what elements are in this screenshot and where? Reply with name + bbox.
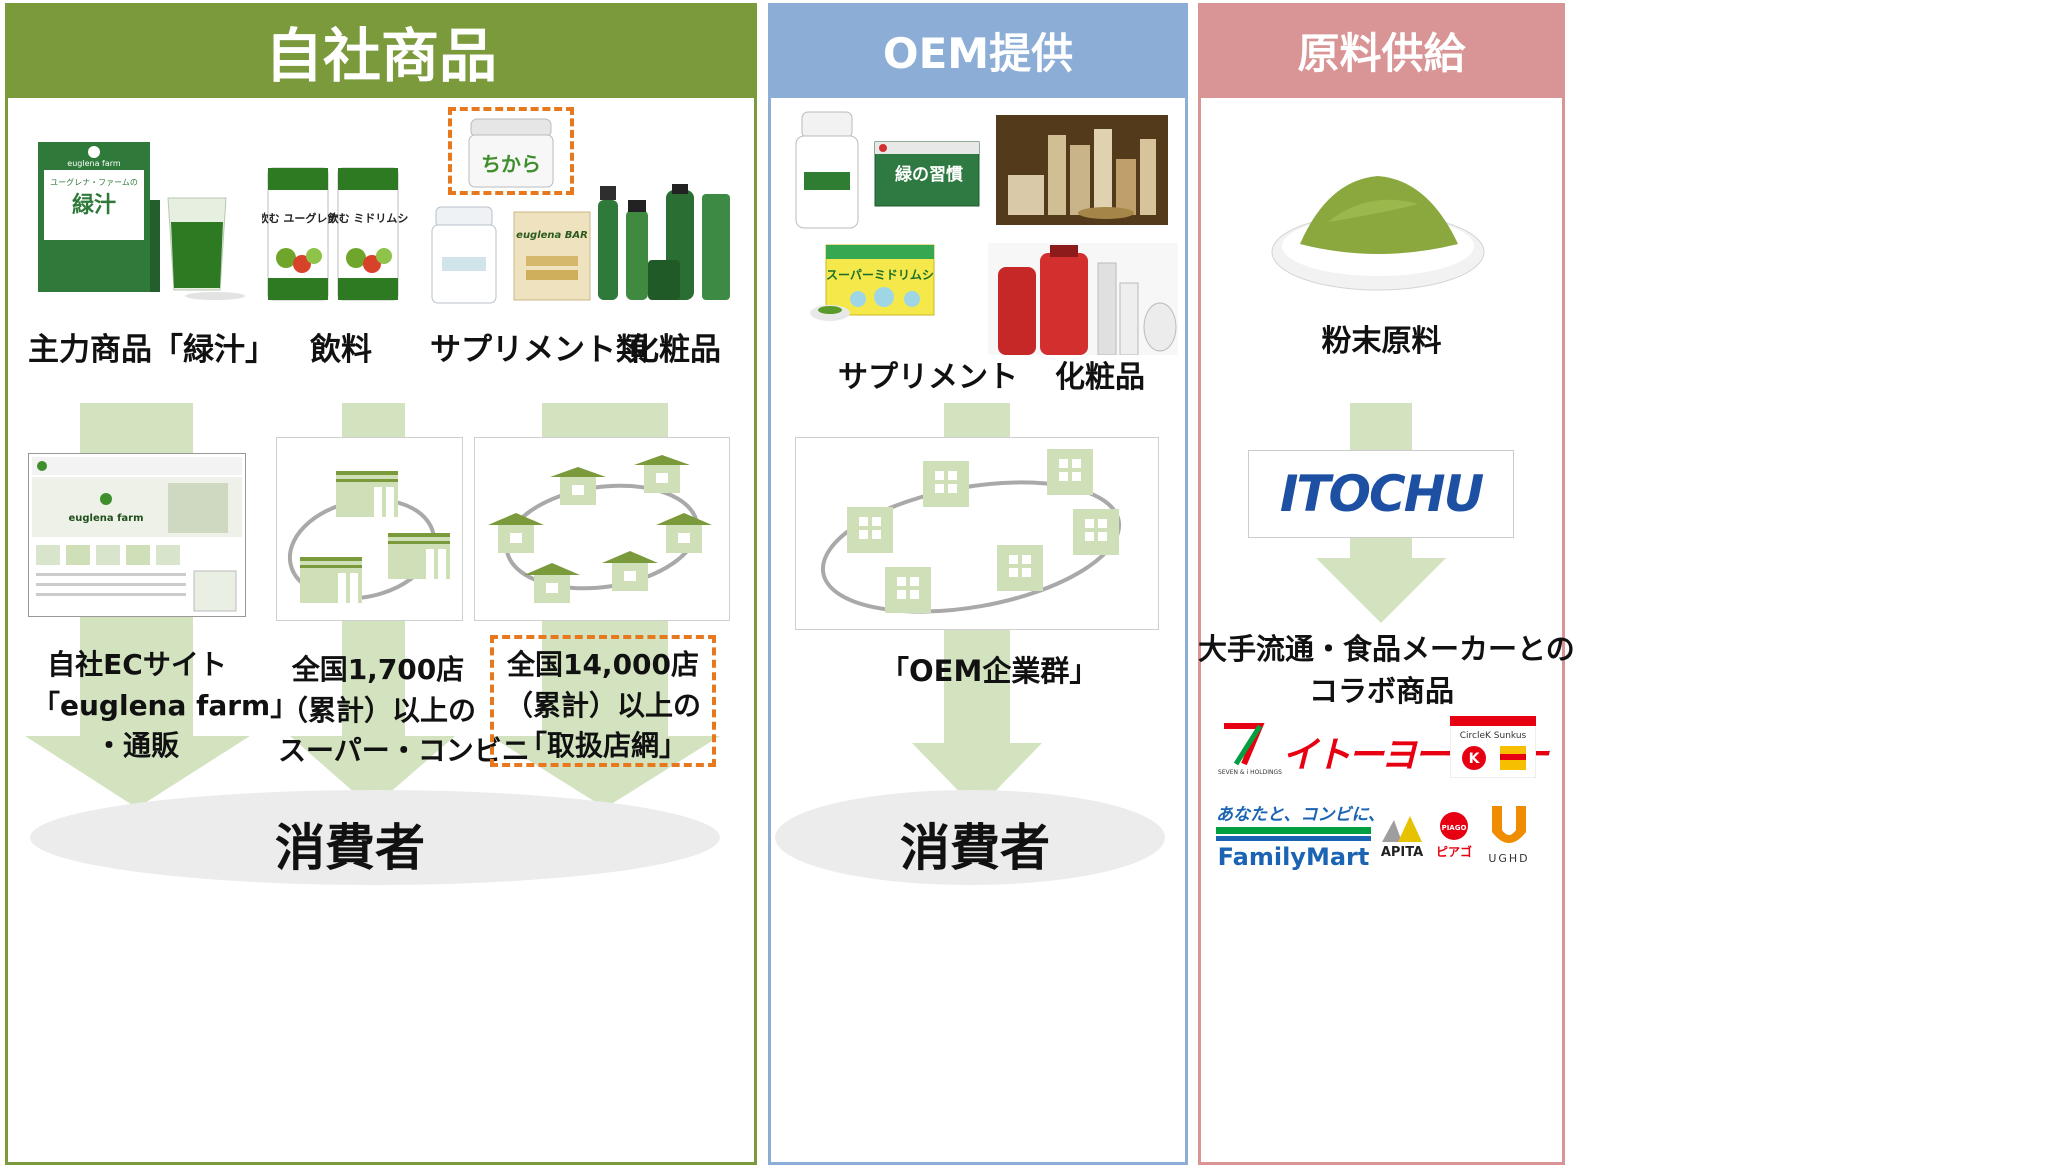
oem-yellow-box-image: スーパーミドリムシ: [810, 244, 935, 321]
channel-supermarket: 全国1,700店 （累計）以上の スーパー・コンビニ: [278, 653, 530, 768]
store-network-highlight-box: [490, 635, 716, 767]
midorijiru-brand-text: euglena farm: [67, 159, 121, 168]
store-building-icon: [336, 471, 398, 517]
supplement-bottle-image: [431, 206, 497, 304]
drink-cans-image: 飲む ユーグレナ 飲む ミドリムシ: [262, 167, 409, 301]
oem-green-box-image: 緑の習慣: [874, 141, 980, 207]
label-oem-cosmetics: 化粧品: [1055, 360, 1145, 395]
circlek-sunkus-logo: CircleK Sunkus K: [1450, 716, 1536, 778]
store-network-diagram: [488, 455, 712, 603]
midorijiru-sub-text: ユーグレナ・ファームの: [50, 177, 138, 187]
apita-logo-text: APITA: [1381, 845, 1423, 858]
apita-logo: APITA: [1381, 816, 1423, 858]
chikara-name-text: ちから: [481, 152, 541, 176]
label-supplements: サプリメント類: [430, 332, 647, 368]
channel-ec-site: 自社ECサイト 「euglena farm」 ・通販: [32, 648, 299, 763]
store-building-icon: [300, 557, 362, 603]
raw-material-header: 原料供給: [1198, 3, 1565, 98]
midorijiru-name-text: 緑汁: [72, 192, 116, 218]
ec-logo-text: euglena farm: [68, 513, 143, 524]
label-powder-material: 粉末原料: [1321, 324, 1442, 359]
drink2-name-text: 飲む ミドリムシ: [327, 211, 409, 225]
oem-yellow-box-text: スーパーミドリムシ: [826, 268, 934, 282]
ughd-logo: UGHD: [1488, 806, 1529, 864]
label-oem-supplement: サプリメント: [838, 360, 1018, 395]
chikara-highlight-box: [448, 107, 574, 195]
ughd-logo-text: UGHD: [1488, 852, 1529, 864]
svg-text:PIAGO: PIAGO: [1442, 824, 1467, 832]
channel-store-network: 全国14,000店 （累計）以上の 「取扱店網」: [504, 648, 701, 763]
oem-supplement-bottle-image: [795, 111, 859, 229]
oem-companies-diagram: [820, 449, 1122, 614]
powder-bowl-image: [1271, 176, 1485, 291]
svg-text:K: K: [1469, 751, 1481, 767]
seven-holdings-logo: SEVEN & i HOLDINGS: [1216, 716, 1284, 778]
piago-logo-text: ピアゴ: [1436, 844, 1472, 859]
own-products-header: 自社商品: [5, 3, 757, 98]
itochu-logo-text: ITOCHU: [1279, 465, 1484, 523]
cosmetics-image: [598, 184, 730, 300]
consumer-ellipse-oem: [775, 790, 1165, 885]
euglena-bar-image: euglena BAR: [513, 211, 591, 301]
familymart-logo: あなたと、コンビに、 FamilyMart: [1216, 800, 1385, 871]
oem-green-box-text: 緑の習慣: [895, 164, 963, 185]
circlek-logo-text: CircleK Sunkus: [1460, 731, 1527, 741]
supermarket-network-diagram: [287, 471, 450, 603]
oem-cosmetics-gold-image: [996, 115, 1168, 225]
channel-collab-products: 大手流通・食品メーカーとの コラボ商品: [1198, 632, 1575, 709]
oem-cosmetics-red-image: [988, 243, 1178, 355]
bar-name-text: euglena BAR: [516, 230, 588, 241]
store-building-icon: [388, 533, 450, 579]
familymart-name: FamilyMart: [1217, 843, 1370, 871]
chikara-bottle-image: ちから: [468, 118, 554, 188]
oem-header: OEM提供: [768, 3, 1188, 98]
label-midorijiru: 主力商品「緑汁」: [28, 332, 276, 368]
consumer-label-own: 消費者: [275, 819, 425, 877]
ec-site-screenshot: euglena farm: [28, 453, 246, 617]
label-drinks: 飲料: [310, 332, 372, 368]
consumer-ellipse-own: [30, 790, 720, 885]
channel-oem-companies: 「OEM企業群」: [880, 654, 1099, 688]
familymart-tagline: あなたと、コンビに、: [1216, 805, 1385, 825]
midorijiru-product-image: euglena farm ユーグレナ・ファームの 緑汁: [38, 142, 245, 300]
itochu-logo: ITOCHU: [1248, 450, 1514, 538]
piago-logo: PIAGO ピアゴ: [1436, 812, 1472, 859]
label-cosmetics: 化粧品: [628, 332, 721, 368]
seven-logo-text: SEVEN & i HOLDINGS: [1218, 769, 1282, 776]
drink1-name-text: 飲む ユーグレナ: [262, 211, 338, 225]
consumer-label-oem: 消費者: [900, 819, 1050, 877]
